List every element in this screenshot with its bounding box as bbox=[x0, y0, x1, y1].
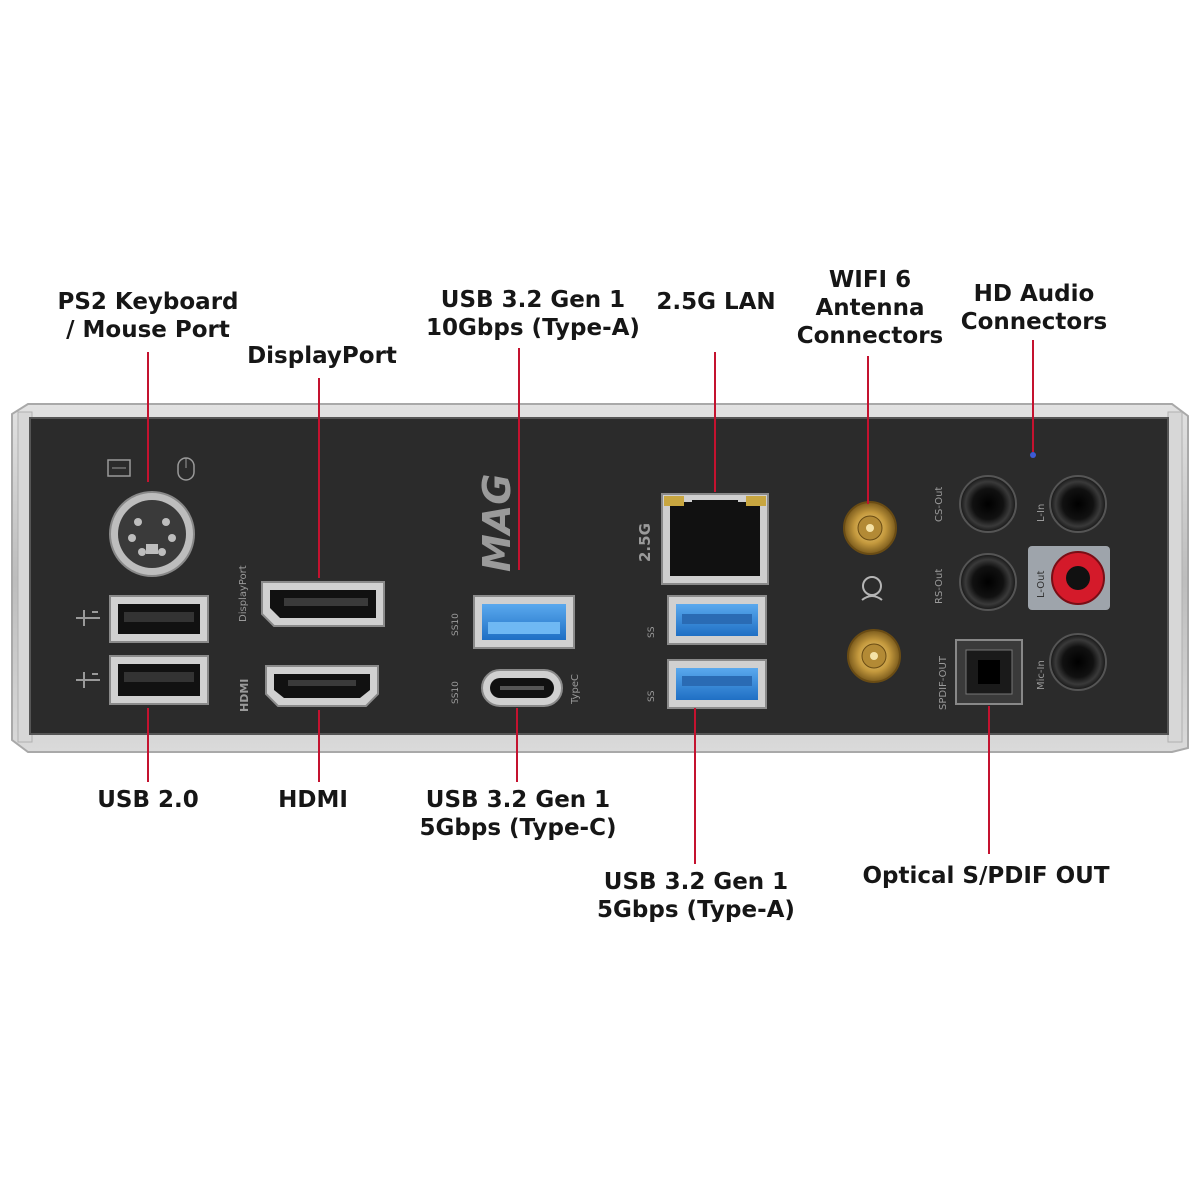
label-usb5g: USB 3.2 Gen 1 5Gbps (Type-A) bbox=[597, 869, 795, 923]
hdmi-vertical-label: HDMI bbox=[238, 679, 251, 712]
spdif-vertical-label: SPDIF-OUT bbox=[938, 655, 949, 710]
label-lan: 2.5G LAN bbox=[656, 289, 776, 315]
leader-usb5g bbox=[694, 708, 696, 864]
leader-usbc bbox=[516, 708, 518, 782]
leader-audio-dot bbox=[1030, 452, 1036, 458]
line-out-label: L-Out bbox=[1036, 571, 1047, 598]
usb2-port-bottom bbox=[109, 655, 209, 705]
leader-usb2 bbox=[147, 708, 149, 782]
spdif-port bbox=[955, 639, 1023, 705]
typec-vertical-label: TypeC bbox=[570, 674, 581, 705]
rs-out-jack bbox=[959, 553, 1017, 611]
wifi-antenna-connector-bottom bbox=[847, 629, 901, 683]
keyboard-icon bbox=[107, 459, 131, 477]
cs-out-label: CS-Out bbox=[934, 487, 945, 522]
label-hdmi: HDMI bbox=[278, 787, 348, 813]
mag-logo: MAG bbox=[475, 474, 519, 572]
leader-spdif bbox=[988, 706, 990, 854]
label-spdif: Optical S/PDIF OUT bbox=[862, 863, 1110, 889]
hdmi-port bbox=[265, 665, 379, 707]
usb-typec-port bbox=[481, 669, 563, 707]
label-audio: HD Audio Connectors bbox=[960, 281, 1108, 335]
label-usb2: USB 2.0 bbox=[97, 787, 199, 813]
leader-lan bbox=[714, 352, 716, 492]
leader-wifi bbox=[867, 356, 869, 504]
wifi-antenna-connector-top bbox=[843, 501, 897, 555]
ss10-logo-a: SS10 bbox=[451, 613, 461, 636]
leader-hdmi bbox=[318, 710, 320, 782]
line-in-label: L-In bbox=[1036, 504, 1047, 522]
leader-audio bbox=[1032, 340, 1034, 452]
lan-port bbox=[661, 493, 769, 585]
usb32-5g-port-top bbox=[667, 595, 767, 645]
mic-in-jack bbox=[1049, 633, 1107, 691]
leader-displayport bbox=[318, 378, 320, 578]
displayport-port bbox=[261, 581, 385, 627]
label-usbc: USB 3.2 Gen 1 5Gbps (Type-C) bbox=[419, 787, 617, 841]
cs-out-jack bbox=[959, 475, 1017, 533]
label-wifi: WIFI 6 Antenna Connectors bbox=[796, 267, 944, 349]
mic-in-label: Mic-In bbox=[1036, 660, 1047, 690]
leader-ps2 bbox=[147, 352, 149, 482]
usb32-5g-port-bottom bbox=[667, 659, 767, 709]
usb-trident-icon bbox=[76, 610, 100, 688]
label-displayport: DisplayPort bbox=[247, 343, 397, 369]
ss-logo-top: SS bbox=[647, 626, 657, 638]
label-usb10g: USB 3.2 Gen 1 10Gbps (Type-A) bbox=[426, 287, 640, 341]
line-in-jack bbox=[1049, 475, 1107, 533]
ss10-logo-c: SS10 bbox=[451, 681, 461, 704]
lan-speed-label: 2.5G bbox=[636, 523, 654, 562]
label-ps2: PS2 Keyboard / Mouse Port bbox=[57, 289, 239, 343]
ps2-port bbox=[109, 491, 195, 577]
rs-out-label: RS-Out bbox=[934, 569, 945, 604]
mouse-icon bbox=[177, 457, 195, 481]
leader-usb10g bbox=[518, 348, 520, 570]
wifi-icon bbox=[861, 576, 883, 601]
ss-logo-bottom: SS bbox=[647, 690, 657, 702]
displayport-vertical-label: DisplayPort bbox=[238, 565, 249, 622]
usb2-port-top bbox=[109, 595, 209, 643]
usb32-10g-port bbox=[473, 595, 575, 649]
line-out-jack bbox=[1051, 551, 1105, 605]
